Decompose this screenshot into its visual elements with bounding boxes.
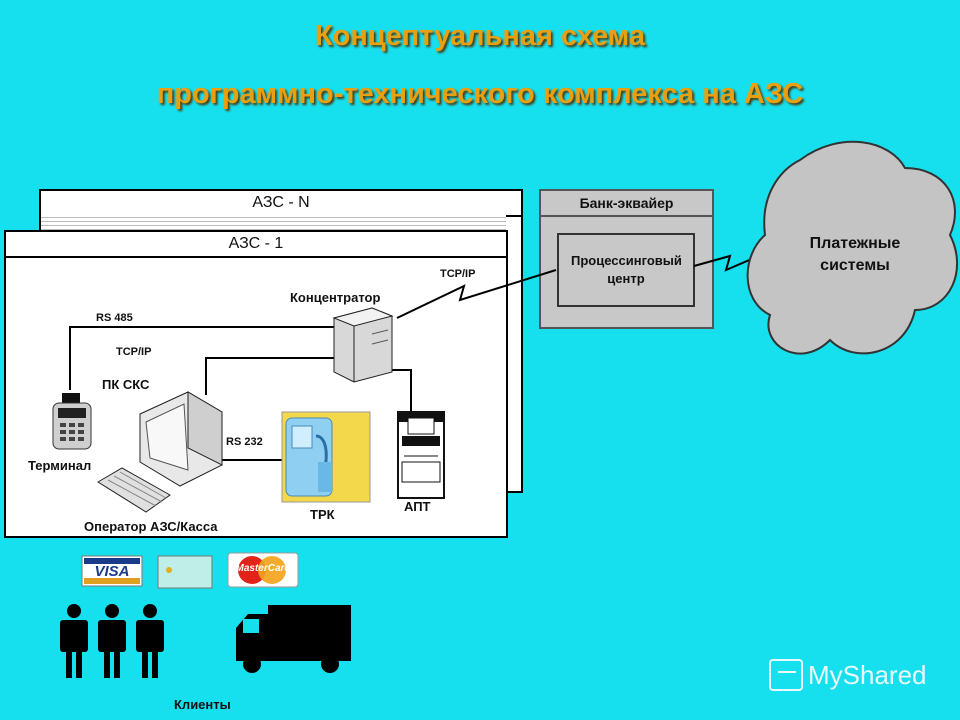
apt-kiosk-icon [397, 411, 445, 499]
loyalty-card-icon [157, 555, 213, 589]
fuel-dispenser-icon [281, 411, 371, 503]
mastercard-icon [227, 552, 299, 588]
payment-terminal-icon [52, 393, 92, 450]
pc-label: ПК СКС [102, 377, 150, 392]
tcpip-local-label: TCP/IP [116, 346, 152, 358]
cloud-label: Платежные системы [809, 235, 901, 274]
truck-icon [236, 605, 351, 673]
station-1-header: АЗС - 1 [6, 232, 506, 258]
operator-label: Оператор АЗС/Касса [84, 519, 218, 534]
rs485-label: RS 485 [96, 312, 133, 324]
diagram-title-line2: программно-технического комплекса на АЗС [156, 78, 804, 110]
clients-label: Клиенты [174, 697, 231, 712]
mastercard-label: MasterCard [235, 563, 291, 574]
concentrator-icon [332, 307, 394, 383]
station-stack-stripes [41, 214, 506, 230]
concentrator-label: Концентратор [290, 290, 381, 305]
rs485-line [69, 326, 356, 390]
people-icon [60, 604, 164, 678]
visa-card-label: VISA [94, 563, 130, 580]
tcpip-bank-label: TCP/IP [440, 268, 476, 280]
processing-center-box: Процессинговый центр [557, 233, 695, 307]
tcpip-local-line [205, 357, 334, 395]
bank-acquirer-box: Банк-эквайер Процессинговый центр [539, 189, 714, 329]
apt-link-line [378, 369, 412, 412]
processing-center-label: Процессинговый центр [571, 253, 682, 286]
payment-systems-cloud [746, 140, 959, 355]
keyboard-icon [97, 467, 171, 513]
diagram-title-line1: Концептуальная схема [314, 20, 646, 52]
watermark-logo-icon [769, 659, 803, 691]
lightning-link-bank [396, 269, 557, 319]
visa-card-icon [81, 555, 143, 587]
terminal-label: Терминал [28, 458, 92, 473]
trk-label: ТРК [310, 507, 335, 522]
pc-monitor-icon [139, 391, 223, 487]
apt-label: АПТ [404, 499, 431, 514]
watermark-text: MyShared [808, 660, 927, 690]
bank-acquirer-title: Банк-эквайер [541, 191, 712, 217]
lightning-link-cloud [693, 251, 769, 272]
rs232-label: RS 232 [226, 436, 263, 448]
